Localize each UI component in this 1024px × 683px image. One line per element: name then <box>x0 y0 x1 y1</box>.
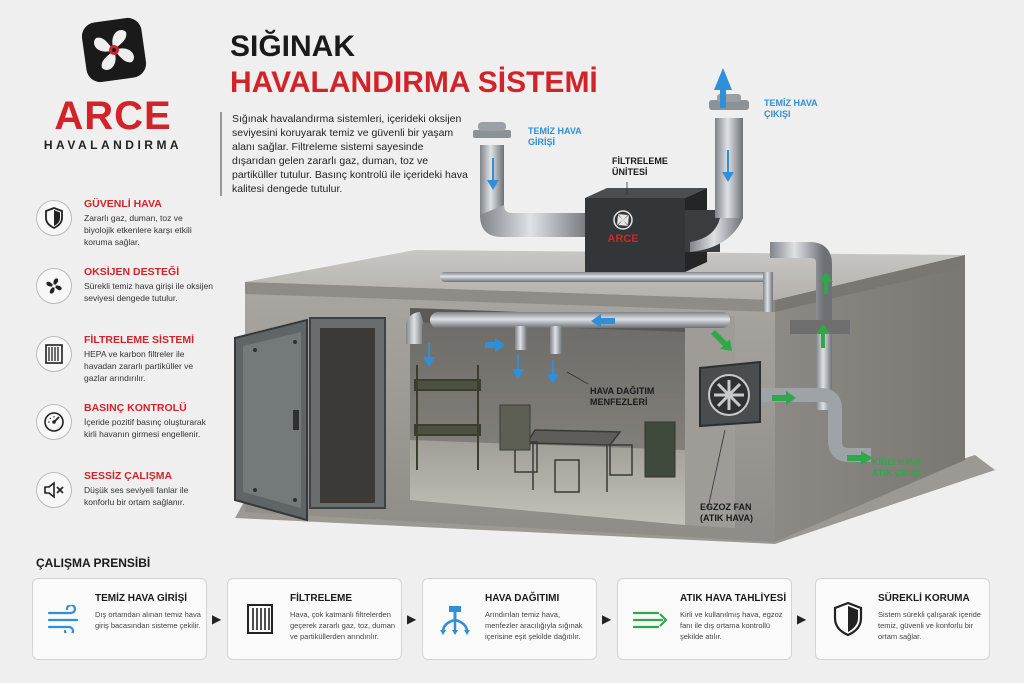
step-arrow-icon: ▶ <box>602 612 612 626</box>
filter-icon <box>36 336 72 372</box>
step-title: TEMİZ HAVA GİRİŞİ <box>95 593 188 604</box>
unit-brand-label: ARCE <box>607 233 638 245</box>
feature-desc: Zararlı gaz, duman, toz ve biyolojik etk… <box>84 213 192 247</box>
shelter-illustration: ARCE <box>234 68 995 544</box>
feature-desc: Düşük ses seviyeli fanlar ile konforlu b… <box>84 485 189 507</box>
feature-safe-air: GÜVENLİ HAVA Zararlı gaz, duman, toz ve … <box>36 198 211 258</box>
callout-exhaust-outlet: KİRLİ HAVA ATIK ÇIKIŞI <box>872 457 923 478</box>
step-filtering: FİLTRELEME Hava, çok katmanlı filtrelerd… <box>227 578 402 660</box>
feature-title: GÜVENLİ HAVA <box>84 198 162 210</box>
step-desc: Sistem sürekli çalışarak içeride temiz, … <box>878 610 981 641</box>
unit-fan-logo-icon <box>613 210 633 230</box>
step-distribution: HAVA DAĞITIMI Arındırılan temiz hava, me… <box>422 578 597 660</box>
step-desc: Arındırılan temiz hava, menfezler aracıl… <box>485 610 583 641</box>
feature-desc: HEPA ve karbon filtreler ile havadan zar… <box>84 349 194 383</box>
page-title-line2: HAVALANDIRMA SİSTEMİ <box>230 66 598 99</box>
step-arrow-icon: ▶ <box>797 612 807 626</box>
step-desc: Kirli ve kullanılmış hava, egzoz fanı il… <box>680 610 783 641</box>
feature-desc: Sürekli temiz hava girişi ile oksijen se… <box>84 281 213 303</box>
callout-fresh-air-outlet: TEMİZ HAVA ÇIKIŞI <box>764 98 818 119</box>
fan-icon <box>36 268 72 304</box>
step-title: HAVA DAĞITIMI <box>485 593 560 604</box>
gauge-icon <box>36 404 72 440</box>
feature-title: SESSİZ ÇALIŞMA <box>84 470 173 482</box>
principle-title: ÇALIŞMA PRENSİBİ <box>36 556 151 570</box>
callout-filter-unit: FİLTRELEME ÜNİTESİ <box>612 156 668 177</box>
step-desc: Hava, çok katmanlı filtrelerden geçerek … <box>290 610 396 641</box>
wind-icon <box>43 597 87 641</box>
step-desc: Dış ortamdan alınan temiz hava giriş bac… <box>95 610 201 630</box>
page-title-line1: SIĞINAK <box>230 30 356 63</box>
feature-pressure: BASINÇ KONTROLÜ İçeride pozitif basınç o… <box>36 402 211 462</box>
intro-text: Sığınak havalandırma sistemleri, içeride… <box>220 112 470 196</box>
brand-subtitle: HAVALANDIRMA <box>43 138 183 152</box>
feature-title: FİLTRELEME SİSTEMİ <box>84 334 195 346</box>
fan-logo-icon <box>81 17 147 83</box>
diffuser-icon <box>433 597 477 641</box>
step-fresh-intake: TEMİZ HAVA GİRİŞİ Dış ortamdan alınan te… <box>32 578 207 660</box>
feature-oxygen: OKSİJEN DESTEĞİ Sürekli temiz hava giriş… <box>36 266 213 326</box>
shield-icon <box>826 597 870 641</box>
feature-title: OKSİJEN DESTEĞİ <box>84 266 180 278</box>
mute-icon <box>36 472 72 508</box>
feature-filtering: FİLTRELEME SİSTEMİ HEPA ve karbon filtre… <box>36 334 211 394</box>
step-title: FİLTRELEME <box>290 593 353 604</box>
exhaust-icon <box>628 597 672 641</box>
feature-title: BASINÇ KONTROLÜ <box>84 402 187 414</box>
callout-exhaust-fan: EGZOZ FAN (ATIK HAVA) <box>700 502 753 523</box>
step-title: SÜREKLİ KORUMA <box>878 593 970 604</box>
brand-logo: ARCE HAVALANDIRMA <box>28 14 198 152</box>
feature-silent: SESSİZ ÇALIŞMA Düşük ses seviyeli fanlar… <box>36 470 211 530</box>
callout-fresh-air-inlet: TEMİZ HAVA GİRİŞİ <box>528 126 582 147</box>
shield-icon <box>36 200 72 236</box>
feature-desc: İçeride pozitif basınç oluşturarak kirli… <box>84 417 206 439</box>
step-title: ATIK HAVA TAHLİYESİ <box>680 593 787 604</box>
step-arrow-icon: ▶ <box>407 612 417 626</box>
step-arrow-icon: ▶ <box>212 612 222 626</box>
brand-name: ARCE <box>54 94 172 138</box>
callout-air-diffusers: HAVA DAĞITIM MENFEZLERİ <box>590 386 655 407</box>
step-exhaust: ATIK HAVA TAHLİYESİ Kirli ve kullanılmış… <box>617 578 792 660</box>
step-continuous-protection: SÜREKLİ KORUMA Sistem sürekli çalışarak … <box>815 578 990 660</box>
filter-icon <box>238 597 282 641</box>
